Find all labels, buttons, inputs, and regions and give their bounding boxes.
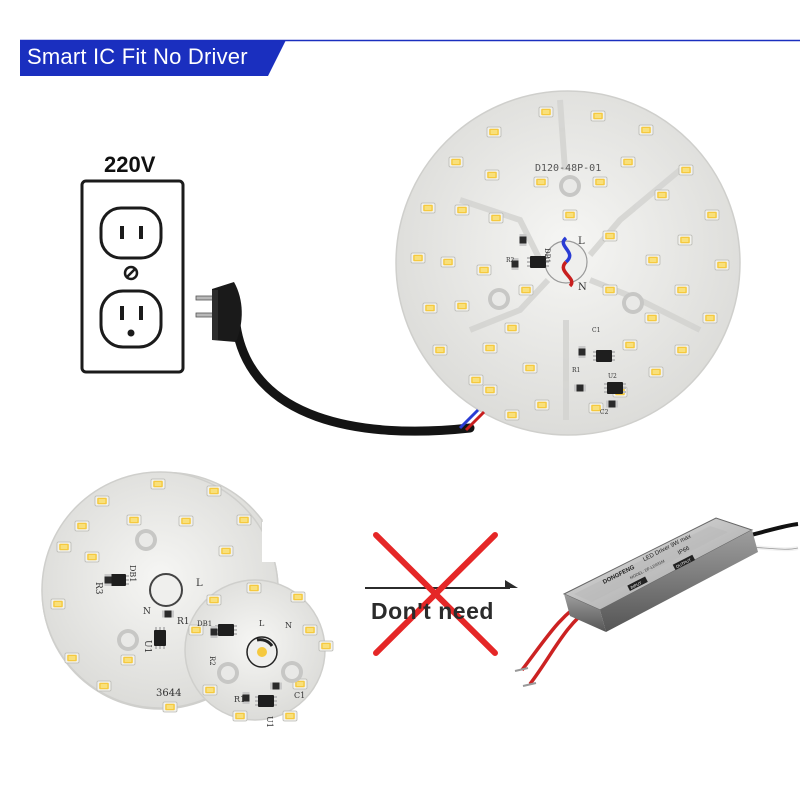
small-board-small-neutral-label: N <box>285 621 292 630</box>
small-board-large-u1-label: U1 <box>142 640 152 653</box>
small-board-small-u1-label: U1 <box>265 716 274 728</box>
main-board-model-label: D120-48P-01 <box>535 163 601 174</box>
upper-socket <box>99 206 163 260</box>
small-board-small-c1-label: C1 <box>294 691 305 700</box>
power-plug <box>195 282 242 342</box>
main-board-r2-label: R2 <box>506 257 515 264</box>
small-board-small-line-label: L <box>259 619 265 628</box>
small-board-small-holes <box>217 636 303 684</box>
main-board-u2-label: U2 <box>608 373 617 380</box>
small-board-large-holes <box>117 529 183 651</box>
small-board-large-line-label: L <box>196 578 203 589</box>
power-cable <box>231 320 486 436</box>
small-board-large-rectifier-label: DB1 <box>128 565 137 582</box>
small-board-small-rectifier-label: DB1 <box>197 620 212 628</box>
main-board-c1-label: C1 <box>592 327 600 334</box>
main-board-rectifier-label: DB1 <box>543 248 551 263</box>
small-board-small-r1-label: R1 <box>234 695 245 704</box>
small-board-large-r3-label: R3 <box>93 582 103 595</box>
voltage-label: 220V <box>104 152 156 177</box>
outlet-screw <box>123 265 139 281</box>
main-board-r1-label: R1 <box>572 367 580 374</box>
header-banner <box>20 39 800 76</box>
small-board-large-neutral-label: N <box>143 607 151 617</box>
driver-input-label: INPUT <box>630 580 643 590</box>
dont-need-label: Don't need <box>371 598 494 624</box>
main-board-line-label: L <box>578 236 585 247</box>
main-board-c2-label: C2 <box>600 409 609 416</box>
main-led-board: D120-48P-01 L N DB1 R2 C1 R1 U2 C2 <box>395 90 741 436</box>
wall-outlet <box>80 179 185 374</box>
center-terminal <box>544 236 588 288</box>
red-cross-icon <box>373 532 498 656</box>
lower-socket <box>99 289 163 349</box>
small-board-small-r2-label: R2 <box>208 656 216 666</box>
small-board-large-code-label: 3644 <box>156 688 181 699</box>
driver-rating-label: IP66 <box>677 545 691 556</box>
small-board-small: DB1 L N R2 R1 C1 U1 <box>184 579 334 728</box>
led-driver: DONGFENG LED Driver 9W max IP66 MODEL: D… <box>514 517 799 687</box>
header-title: Smart IC Fit No Driver <box>27 44 248 69</box>
small-board-large-r1-label: R1 <box>177 617 190 627</box>
main-board-neutral-label: N <box>578 282 587 293</box>
